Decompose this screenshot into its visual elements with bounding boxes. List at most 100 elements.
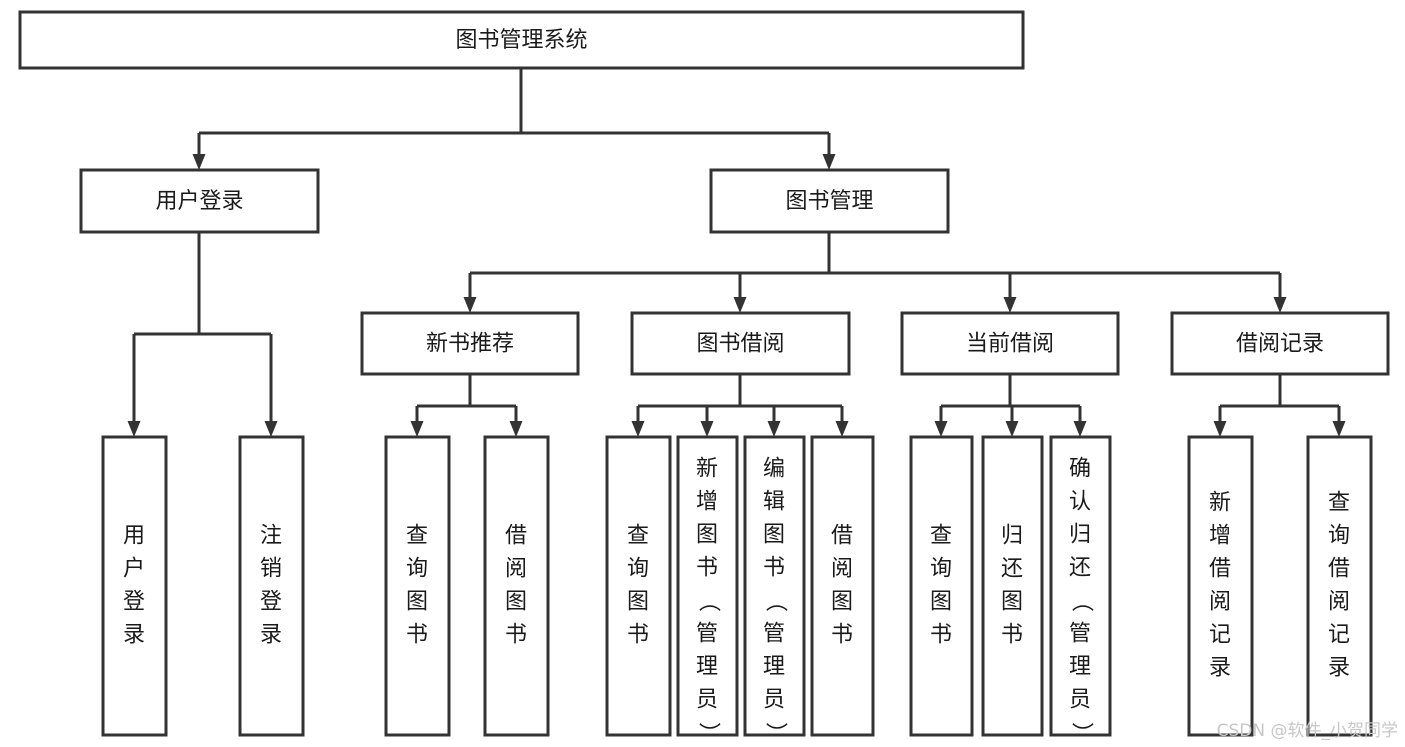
node-box[interactable] — [743, 435, 806, 737]
arrow-head-icon — [463, 297, 477, 313]
arrow-head-icon — [1213, 421, 1227, 437]
node-label-char: 书 — [696, 556, 719, 581]
node-label-char: 管 — [696, 622, 719, 647]
node-label-char: 认 — [1069, 490, 1092, 515]
node-label-char: 理 — [763, 655, 786, 680]
node-label-char: 归 — [1001, 524, 1024, 549]
node-box[interactable] — [630, 311, 851, 376]
arrow-head-icon — [631, 421, 645, 437]
node-box[interactable] — [1187, 435, 1254, 737]
node-label-char: 图 — [627, 590, 650, 615]
arrow-head-icon — [410, 421, 424, 437]
arrow-head-icon — [1332, 421, 1346, 437]
connector-借阅记录 — [1213, 374, 1346, 437]
node-label-char: 询 — [406, 557, 429, 582]
arrow-head-icon — [1073, 421, 1087, 437]
level2-node-图书管理[interactable]: 图书管理 — [709, 168, 950, 234]
node-box[interactable] — [384, 435, 451, 737]
node-label-char: 新 — [696, 457, 719, 482]
node-box[interactable] — [1306, 435, 1373, 737]
arrow-head-icon — [1273, 297, 1287, 313]
node-box[interactable] — [79, 168, 320, 234]
node-label-char: （ — [763, 590, 788, 613]
node-box[interactable] — [676, 435, 739, 737]
node-label-char: 查 — [627, 524, 650, 549]
node-label-char: 查 — [1328, 491, 1351, 516]
node-label-char: 借 — [1209, 557, 1232, 582]
root-node-图书管理系统[interactable]: 图书管理系统 — [18, 10, 1025, 70]
node-label-char: ） — [1069, 722, 1094, 745]
arrow-head-icon — [934, 421, 948, 437]
node-box[interactable] — [909, 435, 974, 737]
node-box[interactable] — [483, 435, 550, 737]
node-box[interactable] — [981, 435, 1044, 737]
node-label-char: 员 — [696, 688, 719, 713]
level3-node-当前借阅[interactable]: 当前借阅 — [900, 311, 1120, 376]
node-label-char: 查 — [930, 524, 953, 549]
node-label-char: 询 — [1328, 524, 1351, 549]
arrow-head-icon — [767, 421, 781, 437]
node-label-char: 询 — [930, 557, 953, 582]
node-label-char: 借 — [1328, 557, 1351, 582]
node-label-char: 书 — [831, 623, 854, 648]
leaf-node-用户登录[interactable]: 用户登录 — [101, 435, 168, 737]
level3-node-借阅记录[interactable]: 借阅记录 — [1170, 311, 1390, 376]
node-box[interactable] — [1170, 311, 1390, 376]
node-box[interactable] — [709, 168, 950, 234]
nodes-layer: 图书管理系统用户登录图书管理新书推荐图书借阅当前借阅借阅记录用户登录注销登录查询… — [18, 10, 1390, 745]
node-label-char: 书 — [505, 623, 528, 648]
node-label: 图书管理系统 — [455, 28, 587, 53]
node-label-char: 理 — [1069, 655, 1092, 680]
level2-node-用户登录[interactable]: 用户登录 — [79, 168, 320, 234]
node-label-char: 录 — [1328, 656, 1351, 681]
node-label-char: 图 — [696, 523, 719, 548]
level3-node-新书推荐[interactable]: 新书推荐 — [360, 311, 580, 376]
connector-图书借阅 — [631, 374, 849, 437]
connector-用户登录 — [127, 232, 278, 437]
node-box[interactable] — [810, 435, 875, 737]
node-label-char: 录 — [260, 623, 283, 648]
node-label-char: 还 — [1001, 557, 1024, 582]
node-box[interactable] — [605, 435, 672, 737]
node-label-char: 增 — [696, 490, 719, 515]
node-label-char: ） — [763, 722, 788, 745]
arrow-head-icon — [733, 297, 747, 313]
node-label-char: 阅 — [505, 557, 528, 582]
node-label-char: 户 — [123, 557, 146, 582]
node-box[interactable] — [900, 311, 1120, 376]
node-box[interactable] — [18, 10, 1025, 70]
node-box[interactable] — [1049, 435, 1112, 737]
connector-图书管理系统 — [192, 68, 836, 170]
node-label-char: 确 — [1069, 457, 1092, 482]
node-label-char: 图 — [406, 590, 429, 615]
node-label-char: 图 — [831, 590, 854, 615]
node-label-char: 登 — [123, 590, 146, 615]
node-label-char: 书 — [763, 556, 786, 581]
node-label-char: 理 — [696, 655, 719, 680]
node-label-char: 还 — [1069, 556, 1092, 581]
node-label-char: 书 — [406, 623, 429, 648]
node-label-char: ） — [696, 722, 721, 745]
node-label-char: 编 — [763, 457, 786, 482]
level3-node-图书借阅[interactable]: 图书借阅 — [630, 311, 851, 376]
node-box[interactable] — [360, 311, 580, 376]
node-label-char: 借 — [505, 524, 528, 549]
node-label-char: 图 — [1001, 590, 1024, 615]
node-box[interactable] — [238, 435, 305, 737]
node-label-char: 销 — [260, 557, 283, 582]
node-box[interactable] — [101, 435, 168, 737]
